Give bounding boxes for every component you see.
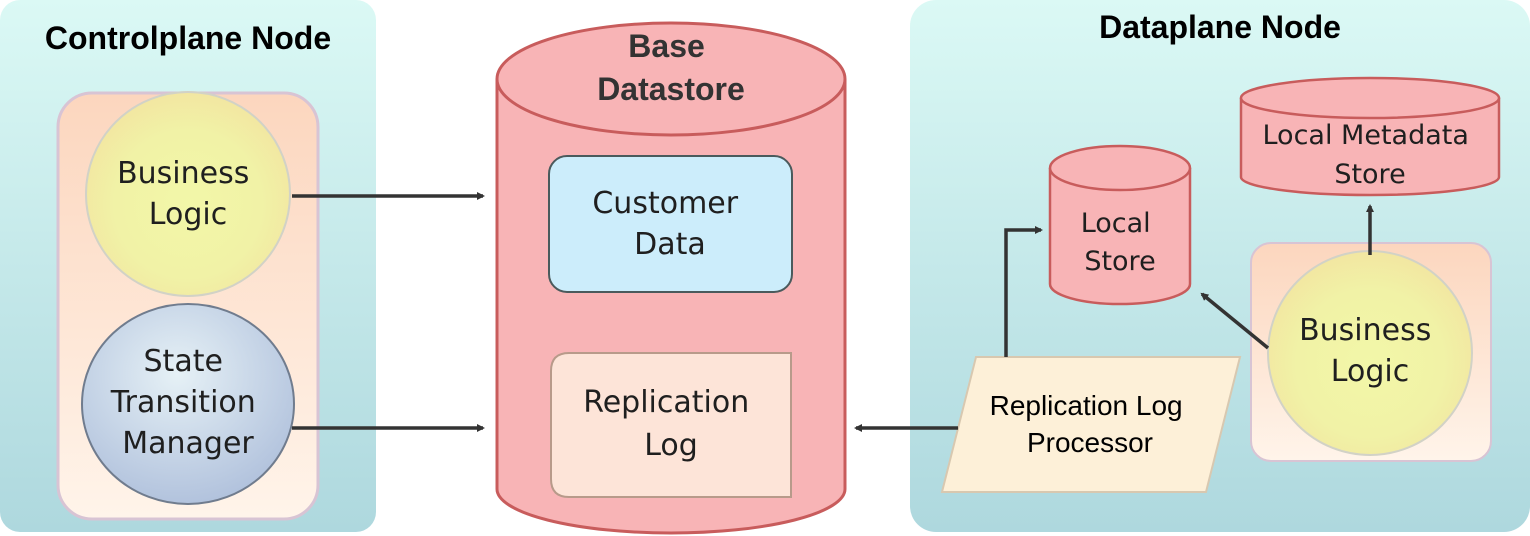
local-metadata-store-label: Local Metadata Store <box>1262 120 1477 190</box>
controlplane-node: Controlplane Node Business Logic State T… <box>0 0 376 532</box>
dataplane-node: Dataplane Node Local Metadata Store Loca… <box>910 0 1530 532</box>
local-metadata-store: Local Metadata Store <box>1239 76 1501 197</box>
controlplane-title: Controlplane Node <box>45 20 331 56</box>
controlplane-business-logic: Business Logic <box>85 91 291 297</box>
state-transition-manager-label: State Transition Manager <box>110 344 266 461</box>
base-datastore-title: Base Datastore <box>597 28 745 107</box>
arrow-business-logic-to-local-store <box>1200 292 1270 350</box>
arrows <box>292 192 1374 432</box>
dataplane-business-logic: Business Logic <box>1267 250 1473 456</box>
controlplane-business-logic-label: Business Logic <box>117 156 259 232</box>
customer-data-label: Customer Data <box>592 186 747 262</box>
local-store: Local Store <box>1048 144 1192 306</box>
replication-log-label: Replication Log <box>583 385 759 463</box>
arrow-processor-to-local-store <box>1004 226 1043 357</box>
replication-log-processor-label: Replication Log Processor <box>990 390 1191 458</box>
replication-log-processor: Replication Log Processor <box>940 356 1242 493</box>
dataplane-business-logic-label: Business Logic <box>1299 313 1441 389</box>
base-datastore-top <box>495 21 847 137</box>
replication-log: Replication Log <box>550 352 792 498</box>
state-transition-manager: State Transition Manager <box>81 303 295 505</box>
dataplane-title: Dataplane Node <box>1099 9 1341 45</box>
customer-data: Customer Data <box>548 155 793 293</box>
base-datastore: Base Datastore Customer Data Replication… <box>495 21 847 535</box>
local-store-label: Local Store <box>1081 208 1160 277</box>
